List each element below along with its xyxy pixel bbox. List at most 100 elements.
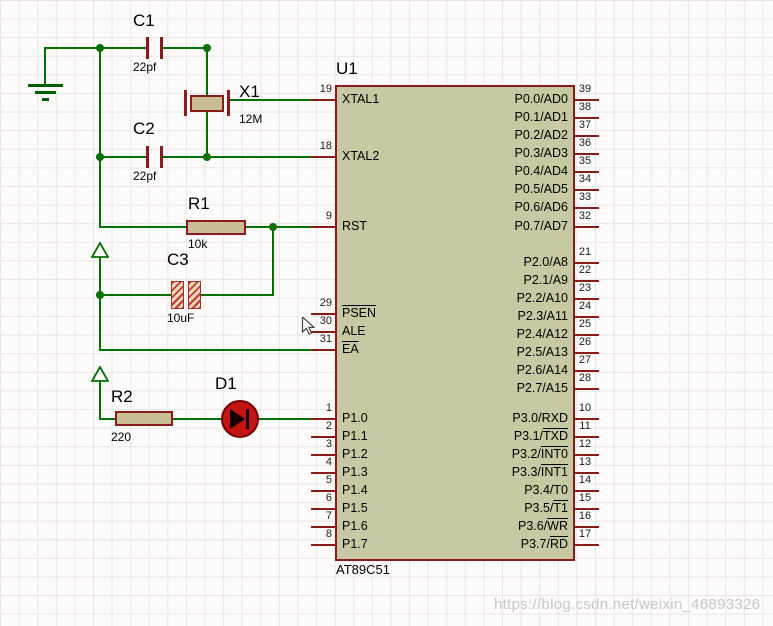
- pin-stub[interactable]: [311, 544, 335, 546]
- pin-stub[interactable]: [311, 349, 335, 351]
- wire[interactable]: [228, 99, 311, 101]
- wire[interactable]: [173, 418, 221, 420]
- pin-stub[interactable]: [311, 436, 335, 438]
- wire[interactable]: [206, 47, 208, 95]
- pin-number: 39: [578, 83, 592, 95]
- wire[interactable]: [259, 418, 311, 420]
- pin-name: P0.3/AD3: [514, 146, 568, 160]
- pin-name: P1.4: [342, 483, 368, 497]
- junction-dot: [203, 44, 211, 52]
- pin-stub[interactable]: [575, 207, 599, 209]
- x1-value-label: 12M: [239, 112, 263, 126]
- led-triangle-icon: [230, 409, 245, 429]
- capacitor-c1[interactable]: [160, 37, 163, 59]
- pin-stub[interactable]: [575, 472, 599, 474]
- pin-stub[interactable]: [575, 117, 599, 119]
- pin-stub[interactable]: [575, 135, 599, 137]
- pin-name: P0.0/AD0: [514, 92, 568, 106]
- capacitor-c3[interactable]: [188, 281, 201, 309]
- pin-stub[interactable]: [311, 99, 335, 101]
- pin-stub[interactable]: [311, 226, 335, 228]
- mcu-body[interactable]: [335, 85, 575, 561]
- pin-stub[interactable]: [575, 280, 599, 282]
- wire[interactable]: [206, 112, 208, 157]
- pin-number: 2: [325, 420, 332, 432]
- pin-name: XTAL1: [342, 92, 380, 106]
- c1-ref-label: C1: [133, 11, 155, 30]
- pin-stub[interactable]: [311, 508, 335, 510]
- pin-number: 11: [579, 420, 591, 432]
- wire[interactable]: [100, 418, 116, 420]
- pin-name: P2.4/A12: [516, 327, 568, 341]
- pin-stub[interactable]: [575, 316, 599, 318]
- pin-stub[interactable]: [575, 418, 599, 420]
- wire[interactable]: [100, 226, 186, 228]
- pin-stub[interactable]: [311, 454, 335, 456]
- pin-stub[interactable]: [311, 156, 335, 158]
- pin-stub[interactable]: [575, 388, 599, 390]
- power-terminal-icon[interactable]: [91, 242, 109, 258]
- pin-stub[interactable]: [575, 171, 599, 173]
- resistor-r1[interactable]: [186, 220, 246, 235]
- pin-stub[interactable]: [311, 472, 335, 474]
- pin-number: 34: [578, 173, 592, 185]
- crystal-x1-body[interactable]: [190, 95, 224, 112]
- pin-name: ALE: [342, 324, 366, 338]
- wire[interactable]: [99, 257, 101, 295]
- pin-stub[interactable]: [575, 352, 599, 354]
- crystal-x1[interactable]: [227, 90, 230, 116]
- wire[interactable]: [272, 226, 274, 296]
- wire[interactable]: [200, 294, 274, 296]
- pin-stub[interactable]: [311, 418, 335, 420]
- junction-dot: [203, 153, 211, 161]
- capacitor-c1[interactable]: [146, 37, 149, 59]
- wire[interactable]: [99, 47, 101, 228]
- pin-stub[interactable]: [311, 526, 335, 528]
- wire[interactable]: [99, 381, 101, 420]
- pin-number: 30: [319, 315, 332, 327]
- pin-stub[interactable]: [311, 490, 335, 492]
- pin-stub[interactable]: [575, 226, 599, 228]
- wire[interactable]: [163, 47, 207, 49]
- wire[interactable]: [163, 156, 311, 158]
- junction-dot: [96, 44, 104, 52]
- pin-name: P3.3/INT1: [511, 465, 568, 479]
- pin-number: 4: [325, 456, 332, 468]
- pin-stub[interactable]: [575, 490, 599, 492]
- wire[interactable]: [99, 294, 101, 351]
- wire[interactable]: [100, 349, 311, 351]
- pin-number: 19: [319, 83, 332, 95]
- wire[interactable]: [100, 156, 146, 158]
- pin-stub[interactable]: [575, 334, 599, 336]
- crystal-x1[interactable]: [184, 90, 187, 116]
- pin-stub[interactable]: [575, 262, 599, 264]
- junction-dot: [96, 291, 104, 299]
- wire[interactable]: [246, 226, 311, 228]
- pin-stub[interactable]: [575, 370, 599, 372]
- pin-stub[interactable]: [575, 436, 599, 438]
- wire[interactable]: [44, 47, 46, 85]
- wire[interactable]: [100, 294, 172, 296]
- pin-stub[interactable]: [575, 508, 599, 510]
- pin-stub[interactable]: [575, 526, 599, 528]
- pin-stub[interactable]: [575, 189, 599, 191]
- power-terminal-icon[interactable]: [91, 366, 109, 382]
- pin-stub[interactable]: [575, 153, 599, 155]
- capacitor-c2[interactable]: [146, 146, 149, 168]
- pin-number: 8: [325, 528, 332, 540]
- wire[interactable]: [45, 47, 146, 49]
- pin-name: P3.4/T0: [524, 483, 568, 497]
- pin-stub[interactable]: [575, 99, 599, 101]
- pin-stub[interactable]: [311, 331, 335, 333]
- pin-stub[interactable]: [575, 454, 599, 456]
- capacitor-c3[interactable]: [171, 281, 184, 309]
- capacitor-c2[interactable]: [160, 146, 163, 168]
- c3-ref-label: C3: [167, 250, 189, 269]
- led-d1[interactable]: [221, 400, 259, 438]
- ground-icon[interactable]: [28, 84, 63, 87]
- pin-stub[interactable]: [575, 298, 599, 300]
- pin-stub[interactable]: [575, 544, 599, 546]
- resistor-r2[interactable]: [115, 411, 173, 426]
- pin-stub[interactable]: [311, 313, 335, 315]
